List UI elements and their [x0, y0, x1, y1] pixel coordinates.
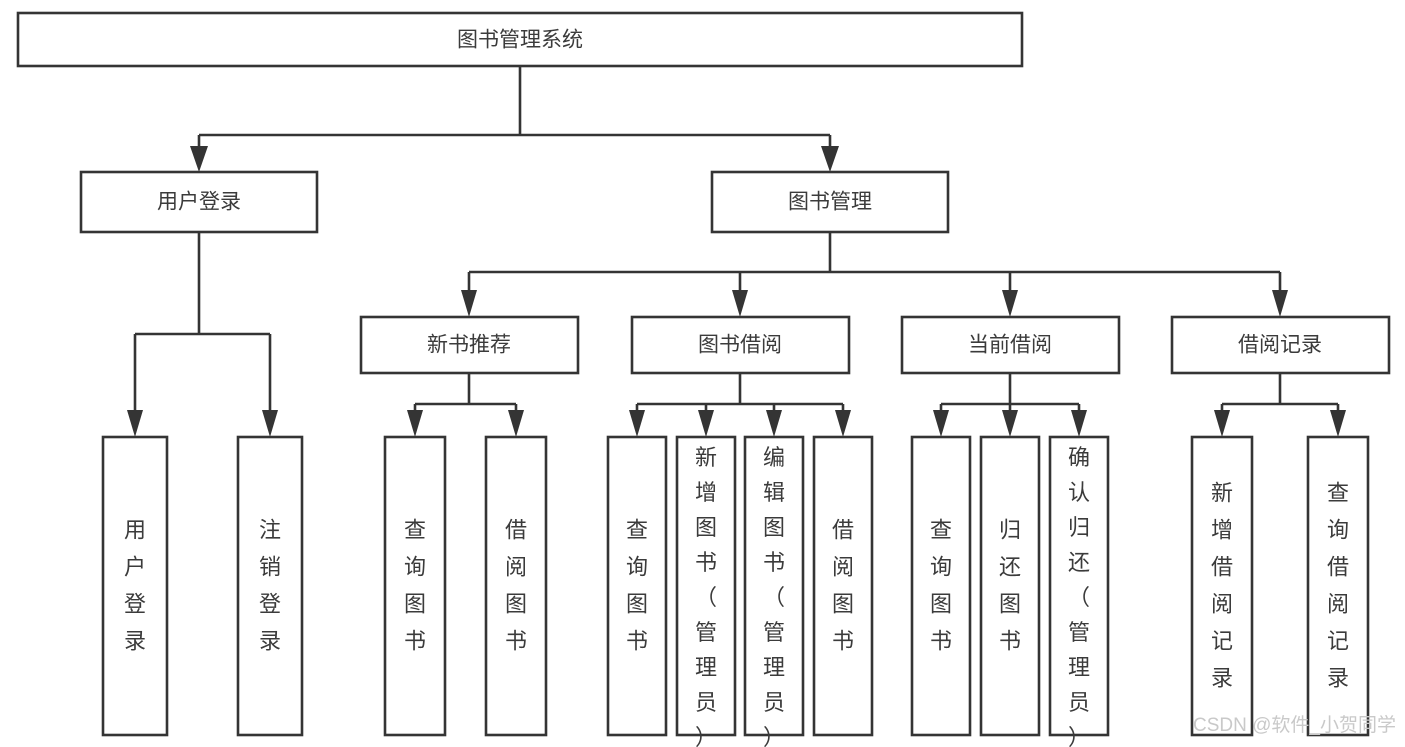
leaf-current-borrow-return-label: 归还图书 [999, 518, 1021, 654]
leaf-borrow-record-query-label: 查询借阅记录 [1327, 481, 1349, 691]
node-root-system-label: 图书管理系统 [457, 29, 583, 52]
leaf-book-borrow-add[interactable]: 新增图书（管理员） [675, 435, 737, 747]
leaf-new-book-query[interactable]: 查询图书 [383, 435, 447, 737]
leaf-book-borrow-query[interactable]: 查询图书 [606, 435, 668, 737]
arrow-bookmgmt-to-current-borrow [1002, 290, 1018, 317]
node-new-book-recommend[interactable]: 新书推荐 [359, 315, 580, 375]
leaf-new-book-borrow-label: 借阅图书 [505, 518, 527, 654]
leaf-book-borrow-add-box[interactable] [675, 435, 737, 737]
leaf-borrow-record-query-box[interactable] [1306, 435, 1370, 737]
node-borrow-record-box[interactable] [1170, 315, 1391, 375]
csdn-watermark: CSDN @软件_小贺同学 [1193, 714, 1396, 736]
node-user-login-box[interactable] [79, 170, 319, 234]
leaf-current-borrow-query[interactable]: 查询图书 [910, 435, 972, 737]
arrow-bookborrow-leaf-1 [629, 410, 645, 437]
leaf-book-borrow-query-label: 查询图书 [626, 518, 648, 654]
arrow-currentborrow-leaf-1 [933, 410, 949, 437]
arrow-root-to-user-login [190, 146, 208, 172]
leaf-borrow-record-add-label: 新增借阅记录 [1211, 481, 1233, 691]
arrow-bookborrow-leaf-3 [766, 410, 782, 437]
leaf-book-borrow-borrow-label: 借阅图书 [832, 518, 854, 654]
leaf-current-borrow-confirm-box[interactable] [1048, 435, 1110, 737]
leaf-book-borrow-edit[interactable]: 编辑图书（管理员） [743, 435, 805, 747]
node-new-book-recommend-box[interactable] [359, 315, 580, 375]
leaf-borrow-record-add[interactable]: 新增借阅记录 [1190, 435, 1254, 737]
arrow-bookmgmt-to-new-book [461, 290, 477, 317]
leaf-user-login-login-box[interactable] [101, 435, 169, 737]
node-book-borrow[interactable]: 图书借阅 [630, 315, 851, 375]
leaf-borrow-record-add-box[interactable] [1190, 435, 1254, 737]
node-current-borrow-box[interactable] [900, 315, 1121, 375]
leaf-new-book-query-label: 查询图书 [404, 518, 426, 654]
arrow-root-to-book-mgmt [821, 146, 839, 172]
node-borrow-record[interactable]: 借阅记录 [1170, 315, 1391, 375]
node-book-borrow-box[interactable] [630, 315, 851, 375]
arrow-newbook-leaf-1 [407, 410, 423, 437]
leaf-new-book-borrow[interactable]: 借阅图书 [484, 435, 548, 737]
leaf-current-borrow-return[interactable]: 归还图书 [979, 435, 1041, 737]
leaf-book-borrow-edit-label: 编辑图书（管理员） [763, 445, 785, 747]
leaf-book-borrow-edit-box[interactable] [743, 435, 805, 737]
node-book-borrow-label: 图书借阅 [698, 334, 782, 357]
node-book-management-label: 图书管理 [788, 191, 872, 214]
leaf-book-borrow-query-box[interactable] [606, 435, 668, 737]
node-current-borrow[interactable]: 当前借阅 [900, 315, 1121, 375]
leaf-book-borrow-add-label: 新增图书（管理员） [695, 445, 717, 747]
leaf-user-login-logout-box[interactable] [236, 435, 304, 737]
leaf-new-book-query-box[interactable] [383, 435, 447, 737]
leaf-user-login-login-label: 用户登录 [124, 518, 146, 654]
arrow-currentborrow-leaf-3 [1071, 410, 1087, 437]
arrow-currentborrow-leaf-2 [1002, 410, 1018, 437]
connector-layer [127, 66, 1346, 437]
arrow-bookmgmt-to-book-borrow [732, 290, 748, 317]
arrow-borrowrecord-leaf-1 [1214, 410, 1230, 437]
leaf-book-borrow-borrow-box[interactable] [812, 435, 874, 737]
arrow-bookborrow-leaf-2 [698, 410, 714, 437]
node-root-system[interactable]: 图书管理系统 [16, 11, 1024, 68]
node-root-system-box[interactable] [16, 11, 1024, 68]
node-new-book-recommend-label: 新书推荐 [427, 334, 511, 357]
arrow-bookmgmt-to-borrow-record [1272, 290, 1288, 317]
leaf-current-borrow-query-label: 查询图书 [930, 518, 952, 654]
arrow-userlogin-leaf-2 [262, 410, 278, 437]
leaf-current-borrow-confirm[interactable]: 确认归还（管理员） [1048, 435, 1110, 747]
arrow-borrowrecord-leaf-2 [1330, 410, 1346, 437]
node-user-login-label: 用户登录 [157, 191, 241, 214]
node-book-management[interactable]: 图书管理 [710, 170, 950, 234]
leaf-user-login-logout-label: 注销登录 [259, 518, 281, 654]
arrow-newbook-leaf-2 [508, 410, 524, 437]
arrow-bookborrow-leaf-4 [835, 410, 851, 437]
node-user-login[interactable]: 用户登录 [79, 170, 319, 234]
leaf-user-login-login[interactable]: 用户登录 [101, 435, 169, 737]
node-current-borrow-label: 当前借阅 [968, 334, 1052, 357]
leaf-current-borrow-confirm-label: 确认归还（管理员） [1068, 445, 1090, 747]
node-borrow-record-label: 借阅记录 [1238, 334, 1322, 357]
leaf-user-login-logout[interactable]: 注销登录 [236, 435, 304, 737]
arrow-userlogin-leaf-1 [127, 410, 143, 437]
leaf-current-borrow-return-box[interactable] [979, 435, 1041, 737]
leaf-current-borrow-query-box[interactable] [910, 435, 972, 737]
leaf-book-borrow-borrow[interactable]: 借阅图书 [812, 435, 874, 737]
node-book-management-box[interactable] [710, 170, 950, 234]
leaf-new-book-borrow-box[interactable] [484, 435, 548, 737]
leaf-borrow-record-query[interactable]: 查询借阅记录 [1306, 435, 1370, 737]
